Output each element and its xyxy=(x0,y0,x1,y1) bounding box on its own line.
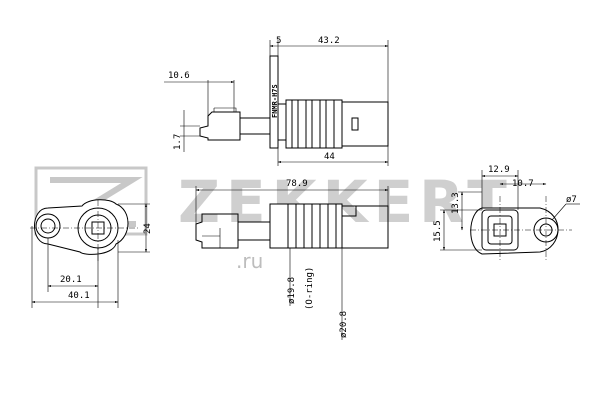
flange-view: 24 20.1 40.1 xyxy=(30,199,153,308)
dim-13-3: 13.3 xyxy=(451,192,461,214)
dim-44: 44 xyxy=(324,152,335,162)
top-flange xyxy=(269,55,279,149)
dim-78-9: 78.9 xyxy=(286,179,308,189)
top-neck xyxy=(239,117,271,135)
top-view: FNMR-H7S 5 43.2 10.6 1.7 xyxy=(164,36,389,166)
dim-24: 24 xyxy=(143,223,153,234)
side-tip xyxy=(341,205,389,249)
top-connector-plug xyxy=(199,111,241,141)
dim-1-7: 1.7 xyxy=(173,134,183,150)
dim-20-8: ø20.8 xyxy=(339,311,349,338)
dim-15-5: 15.5 xyxy=(433,220,443,242)
dim-40-1: 40.1 xyxy=(68,291,90,301)
dim-7: ø7 xyxy=(566,195,577,205)
dim-5: 5 xyxy=(276,36,281,46)
dim-43-2: 43.2 xyxy=(318,36,340,46)
side-ribbed-body xyxy=(287,203,343,249)
dim-20-1: 20.1 xyxy=(60,275,82,285)
dim-12-9: 12.9 xyxy=(488,165,510,175)
side-collar xyxy=(269,203,289,249)
top-tip xyxy=(341,101,389,147)
connector-view: 12.9 10.7 13.3 15.5 ø7 xyxy=(433,165,580,262)
dim-10-6: 10.6 xyxy=(168,71,190,81)
part-marking: FNMR-H7S xyxy=(271,84,279,118)
side-view: 78.9 ø19.8 (O-ring) ø20.8 xyxy=(195,179,389,340)
dim-oring: (O-ring) xyxy=(305,267,315,310)
dim-10-7: 10.7 xyxy=(512,179,534,189)
watermark-site: .ru xyxy=(236,249,263,273)
flange-outline xyxy=(34,199,129,255)
dim-19-8: ø19.8 xyxy=(287,277,297,304)
watermark-brand: ZEKKERT xyxy=(178,168,513,236)
